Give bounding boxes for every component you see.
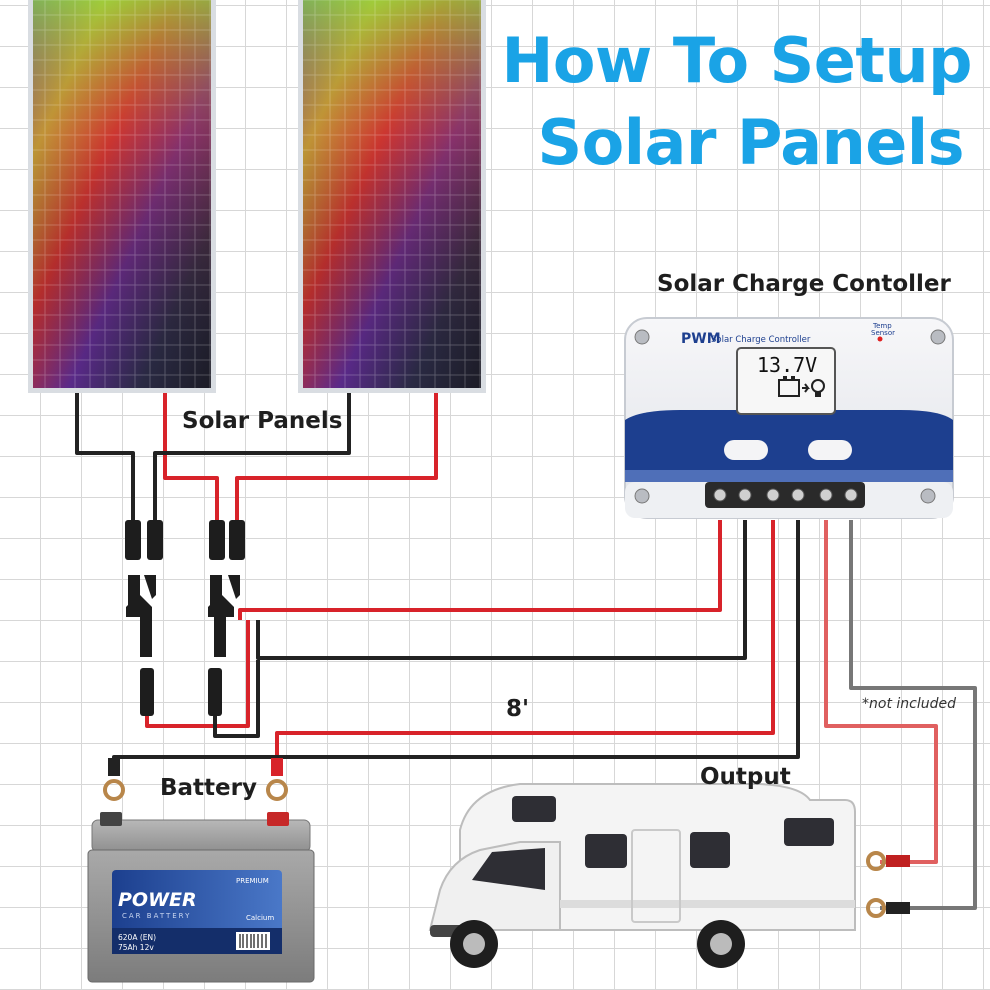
battery-spec-2: 75Ah 12v (118, 943, 154, 952)
panel-wires (75, 393, 438, 520)
battery-type: Calcium (246, 914, 274, 922)
solar-panel-left (28, 0, 216, 393)
battery-bulb-icon (778, 376, 825, 397)
solar-panels-label: Solar Panels (182, 408, 343, 434)
system-wires (112, 520, 977, 910)
battery-label: Battery (160, 775, 257, 801)
output-label: Output (700, 764, 791, 790)
battery-ring-terminals (103, 758, 288, 801)
controller-brand: PWM (681, 331, 721, 347)
charge-controller-label: Solar Charge Contoller (657, 271, 951, 297)
battery-badge: PREMIUM (236, 877, 269, 885)
temp-sensor-line1: Temp (872, 322, 892, 330)
page-title-line-2: Solar Panels (537, 106, 965, 179)
output-ring-terminals (866, 851, 910, 918)
wire-length-label: 8' (506, 696, 530, 722)
display-voltage: 13.7V (757, 353, 817, 377)
temp-sensor-line2: Sensor (871, 329, 895, 337)
page-title-line-1: How To Setup (501, 24, 973, 97)
not-included-note: *not included (862, 696, 956, 712)
battery (87, 812, 315, 983)
motorhome (428, 783, 856, 968)
battery-sub-brand: CAR BATTERY (122, 912, 191, 920)
controller-name: Solar Charge Controller (711, 335, 811, 345)
mc4-connectors (125, 520, 245, 716)
battery-spec-1: 620A (EN) (118, 933, 156, 942)
battery-brand: POWER (118, 889, 197, 911)
charge-controller (624, 317, 954, 519)
solar-panel-right (298, 0, 486, 393)
